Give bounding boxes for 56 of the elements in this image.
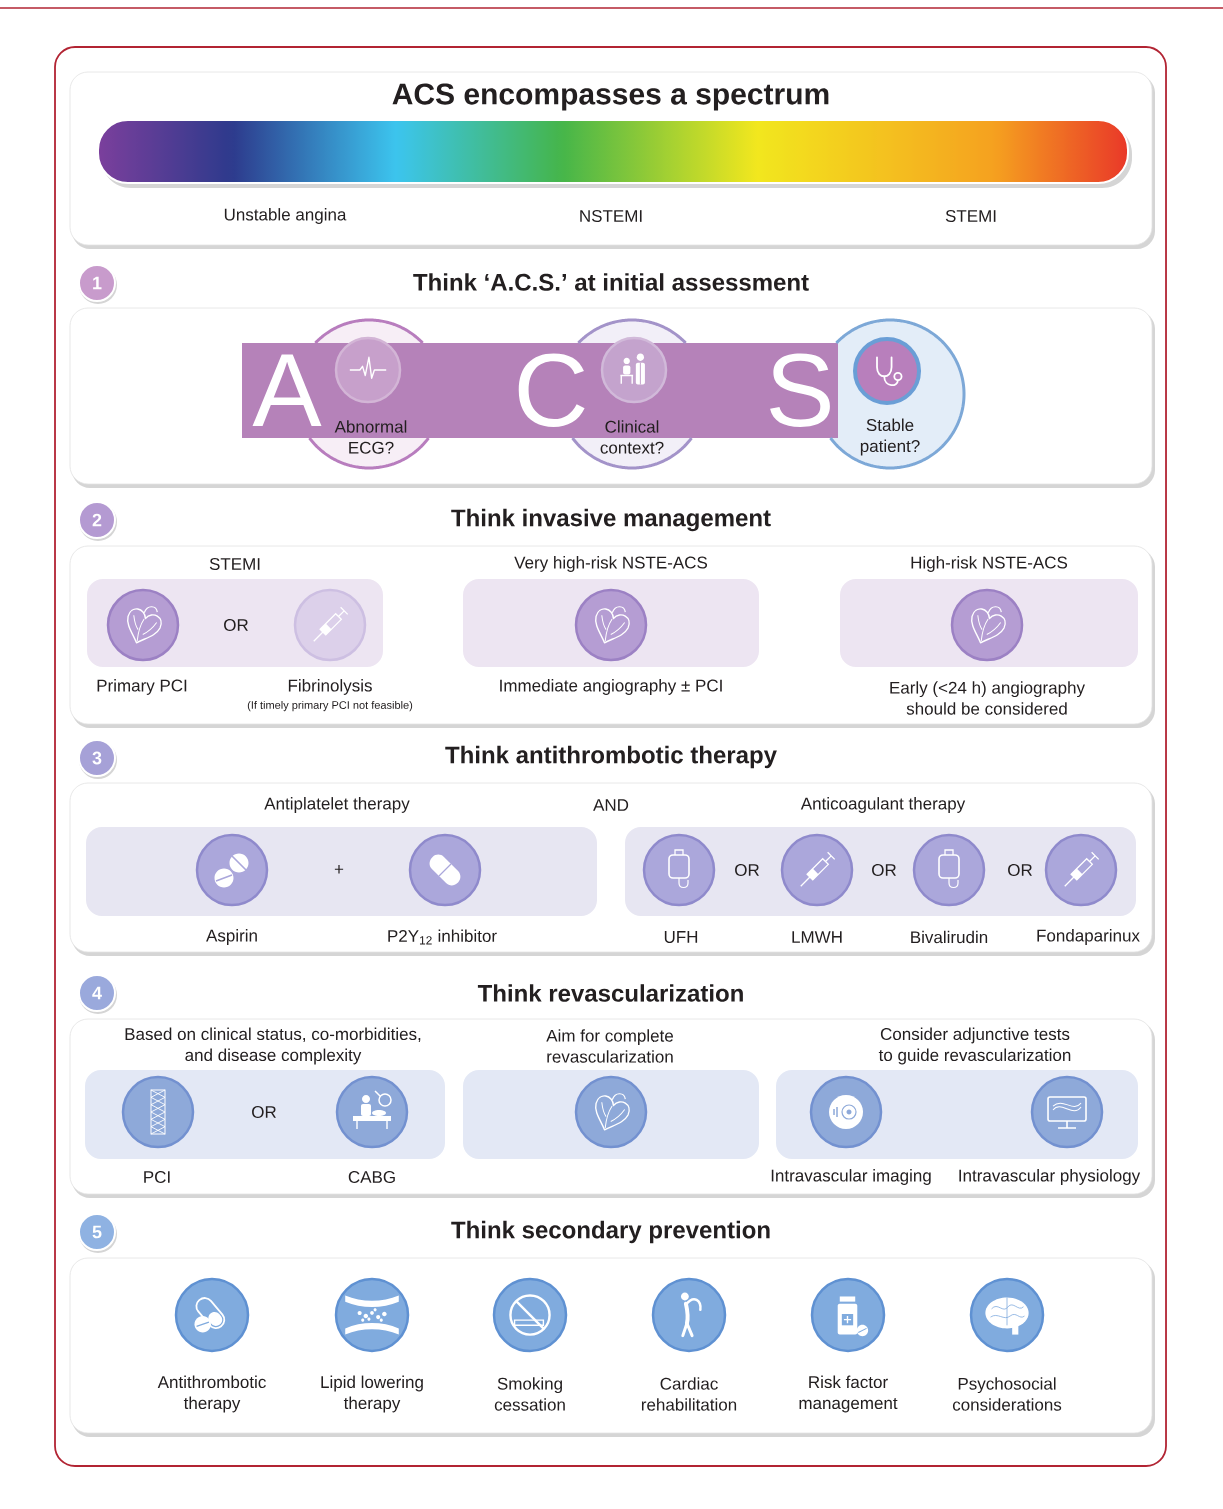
- icon-label: Smoking cessation: [494, 1377, 565, 1411]
- icon-label: Intravascular physiology: [959, 1169, 1141, 1185]
- section-heading: Think revascularization: [477, 984, 743, 1002]
- icon-label: Bivalirudin: [911, 930, 988, 944]
- section-heading: Think secondary prevention: [451, 1220, 770, 1244]
- panel-heading: Based on clinical status, co-morbidities, and disease complexity: [125, 1027, 421, 1065]
- icon-label: P2Y$_{12}$ inhibitor: [388, 929, 497, 945]
- icon-label: LMWH: [792, 931, 842, 943]
- question-text: Abnormal ECG?: [334, 420, 407, 454]
- spectrum-label: NSTEMI: [580, 210, 642, 223]
- section-heading: Think ‘A.C.S.’ at initial assessment: [413, 273, 809, 291]
- operator-text: OR: [1008, 864, 1032, 877]
- icon-label: CABG: [348, 1171, 395, 1184]
- panel-heading: Consider adjunctive tests to guide revascularization: [878, 1027, 1071, 1065]
- panel-heading: High-risk NSTE-ACS: [911, 556, 1068, 572]
- title: ACS encompasses a spectrum: [392, 83, 829, 111]
- icon-label: Aspirin: [206, 929, 257, 945]
- spectrum-label: STEMI: [945, 210, 996, 223]
- initial-letter: S: [770, 353, 830, 427]
- icon-label: Primary PCI: [97, 679, 187, 695]
- initial-letter: A: [252, 354, 322, 426]
- panel-heading: Anticoagulant therapy: [800, 797, 966, 813]
- operator-text: OR: [872, 864, 896, 877]
- question-text: Stable patient?: [860, 418, 920, 456]
- number-badge: 4: [78, 974, 117, 1014]
- question-text: Clinical context?: [600, 420, 664, 454]
- panel-heading: Aim for complete revascularization: [546, 1029, 673, 1063]
- icon-label: UFH: [664, 931, 698, 943]
- spectrum-label: Unstable angina: [224, 208, 347, 224]
- number-badge: 1: [78, 264, 117, 304]
- icon-label: Intravascular imaging: [771, 1169, 931, 1185]
- number-badge: 5: [78, 1213, 117, 1253]
- initial-letter: C: [518, 353, 585, 427]
- number-badge: 2: [78, 501, 117, 541]
- icon-label: Early (<24 h) angiography should be considered: [890, 681, 1085, 715]
- operator-text: +: [334, 865, 344, 874]
- icon-label: Lipid lowering therapy: [321, 1375, 423, 1413]
- icon-label: PCI: [144, 1171, 170, 1184]
- panel-heading: Very high-risk NSTE-ACS: [514, 556, 707, 572]
- number-badge: 3: [78, 739, 117, 779]
- operator-text: OR: [735, 864, 759, 877]
- icon-label: Fibrinolysis: [288, 679, 372, 695]
- operator-text: AND: [593, 799, 629, 811]
- icon-label: Cardiac rehabilitation: [641, 1377, 737, 1411]
- panel-heading: Antiplatelet therapy: [264, 797, 410, 813]
- icon-label: Psychosocial considerations: [952, 1377, 1062, 1411]
- operator-text: OR: [224, 619, 248, 632]
- icon-label: Immediate angiography ± PCI: [500, 679, 722, 695]
- section-heading: Think antithrombotic therapy: [445, 745, 777, 769]
- note: (If timely primary PCI not feasible): [247, 700, 413, 712]
- icon-label: Fondaparinux: [1037, 929, 1140, 945]
- section-heading: Think invasive management: [451, 508, 771, 532]
- panel-heading: STEMI: [209, 558, 260, 571]
- icon-label: Risk factor management: [799, 1375, 898, 1413]
- operator-text: OR: [252, 1106, 276, 1119]
- icon-label: Antithrombotic therapy: [157, 1375, 266, 1413]
